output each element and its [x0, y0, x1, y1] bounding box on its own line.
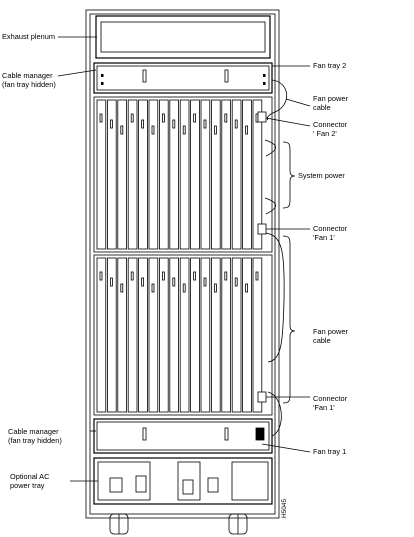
card-latch [203, 277, 207, 287]
card-latch [234, 119, 238, 129]
lower-card-slot [107, 257, 117, 413]
lower-card-slot [190, 257, 200, 413]
card-latch [120, 125, 124, 135]
lower-card-slot [158, 257, 169, 413]
lower-card-cage [93, 254, 273, 416]
card-latch [193, 271, 197, 281]
card-latch [161, 113, 165, 123]
card-latch [110, 277, 113, 287]
card-latch [213, 283, 217, 293]
fan-power-cable-bottom [265, 232, 285, 363]
card-latch [182, 283, 186, 293]
label-connector-fan1-upper: Connector 'Fan 1' [313, 224, 348, 242]
card-latch [99, 271, 103, 281]
card-latch [224, 113, 228, 123]
upper-card-slot [221, 99, 232, 250]
card-latch [151, 283, 155, 293]
lower-card-slot [200, 257, 211, 413]
fan-power-cable-top [266, 79, 288, 121]
lower-card-slot [231, 257, 242, 413]
rack-frame [85, 9, 280, 519]
card-latch [130, 113, 134, 123]
card-latch [130, 271, 134, 281]
upper-card-slot [127, 99, 138, 250]
card-latch [99, 113, 103, 123]
card-latch [172, 277, 176, 287]
upper-card-slot [200, 99, 211, 250]
card-latch [110, 119, 113, 129]
lower-card-slot [148, 257, 159, 413]
lower-card-slot [138, 257, 148, 413]
upper-card-slot [138, 99, 148, 250]
label-optional-ac-power-tray: Optional AC power tray [10, 472, 50, 490]
card-latch [224, 271, 228, 281]
upper-card-slot [210, 99, 221, 250]
card-latch [213, 125, 217, 135]
card-latch [141, 277, 145, 287]
label-fan-power-cable-top: Fan power cable [313, 94, 348, 112]
upper-card-slot [158, 99, 169, 250]
card-latch [245, 125, 249, 135]
upper-card-slot [252, 99, 263, 250]
connector-fan1-upper-marker [257, 223, 267, 235]
fan-power-cable-brace [282, 235, 296, 404]
upper-card-slot [242, 99, 252, 250]
lower-card-slot [96, 257, 107, 413]
upper-card-slot [169, 99, 180, 250]
label-exhaust-plenum: Exhaust plenum [2, 32, 55, 41]
label-connector-fan2: Connector ' Fan 2' [313, 120, 348, 138]
card-latch [245, 283, 249, 293]
card-latch [193, 113, 197, 123]
label-fan-tray-1: Fan tray 1 [313, 447, 347, 456]
connector-fan2-marker [257, 111, 267, 123]
card-latch [255, 271, 259, 281]
figure-id: H5045 [281, 498, 288, 518]
label-fan-power-cable-bottom: Fan power cable [313, 327, 348, 345]
cable-manager-top [93, 62, 273, 94]
label-fan-tray-2: Fan tray 2 [313, 61, 347, 70]
upper-card-slot [117, 99, 128, 250]
label-cable-manager-top: Cable manager (fan tray hidden) [2, 71, 56, 89]
system-power-brace [282, 141, 296, 209]
card-latch [141, 119, 145, 129]
rack-inner-frame [89, 13, 276, 515]
upper-card-slot [148, 99, 159, 250]
lower-card-slot [127, 257, 138, 413]
upper-card-slot [179, 99, 190, 250]
lower-card-slot [169, 257, 180, 413]
lower-card-slot [210, 257, 221, 413]
card-latch [172, 119, 176, 129]
card-latch [120, 283, 124, 293]
lower-card-slot [117, 257, 128, 413]
upper-card-slot [107, 99, 117, 250]
upper-card-slot [190, 99, 200, 250]
lower-card-slot [242, 257, 252, 413]
lower-card-slot [179, 257, 190, 413]
card-latch [182, 125, 186, 135]
card-latch [151, 125, 155, 135]
card-latch [161, 271, 165, 281]
upper-card-slot [96, 99, 107, 250]
card-latch [234, 277, 238, 287]
label-connector-fan1-lower: Connector 'Fan 1' [313, 394, 348, 412]
label-system-power: System power [298, 171, 345, 180]
upper-card-cage [93, 96, 273, 253]
lower-card-slot [221, 257, 232, 413]
card-latch [203, 119, 207, 129]
label-cable-manager-bottom: Cable manager (fan tray hidden) [8, 427, 62, 445]
connector-fan1-lower-marker [257, 391, 267, 403]
lower-card-slot [252, 257, 263, 413]
cable-manager-bottom [93, 418, 273, 454]
upper-card-slot [231, 99, 242, 250]
